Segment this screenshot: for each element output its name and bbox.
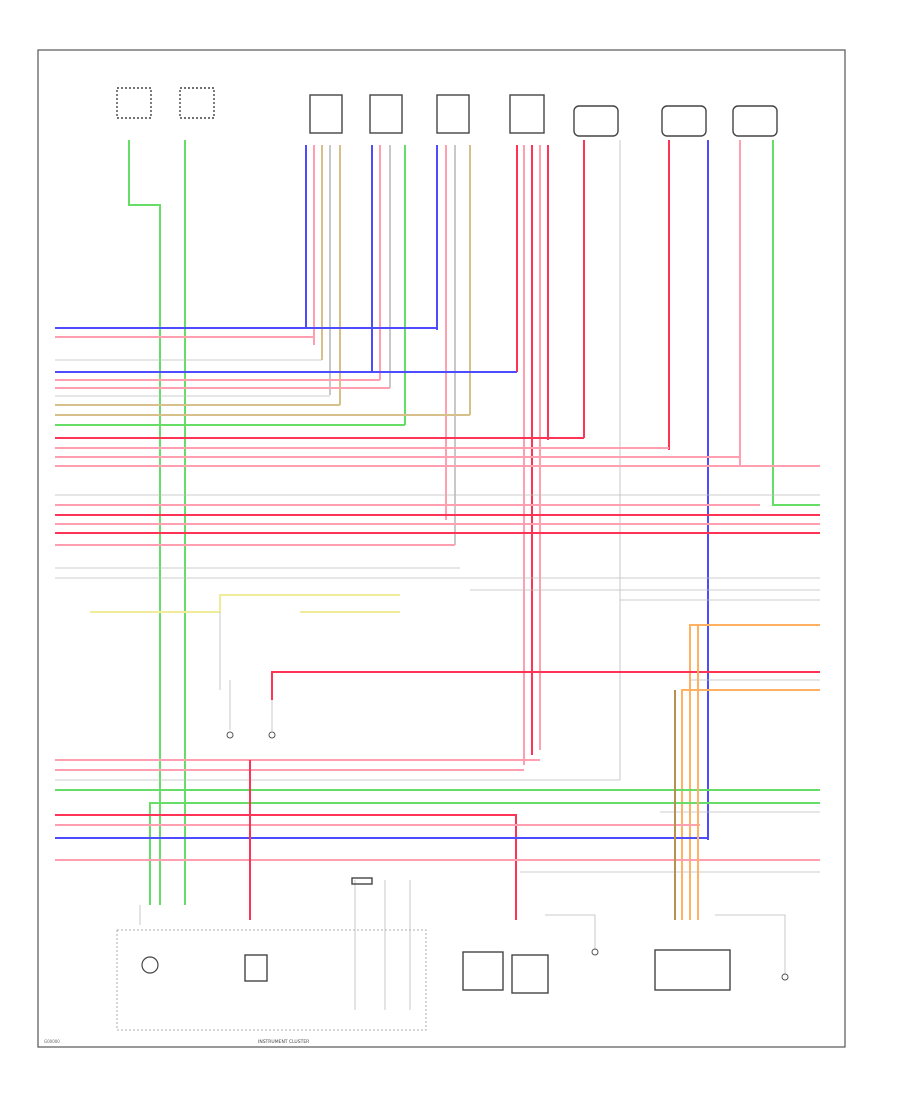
mid-grounds xyxy=(226,680,276,739)
bottom-components: INSTRUMENT CLUSTER G00000 xyxy=(44,877,789,1045)
page-code: G00000 xyxy=(44,1039,60,1044)
ground-right-icon xyxy=(268,731,276,739)
diagram-frame xyxy=(37,49,846,1048)
instrument-cluster-label: INSTRUMENT CLUSTER xyxy=(258,1039,309,1045)
sensor-right-front-icon xyxy=(661,105,707,137)
top-switches xyxy=(116,87,778,137)
ground-pump-icon xyxy=(591,948,599,956)
instrument-cluster-box xyxy=(116,929,427,1031)
ground-left-icon xyxy=(226,731,234,739)
sensor-left-front-icon xyxy=(573,105,619,137)
horizontal-harness xyxy=(55,327,820,920)
sensor-rear-icon xyxy=(732,105,778,137)
ground-module-icon xyxy=(781,973,789,981)
top-vertical-wires xyxy=(128,140,820,905)
